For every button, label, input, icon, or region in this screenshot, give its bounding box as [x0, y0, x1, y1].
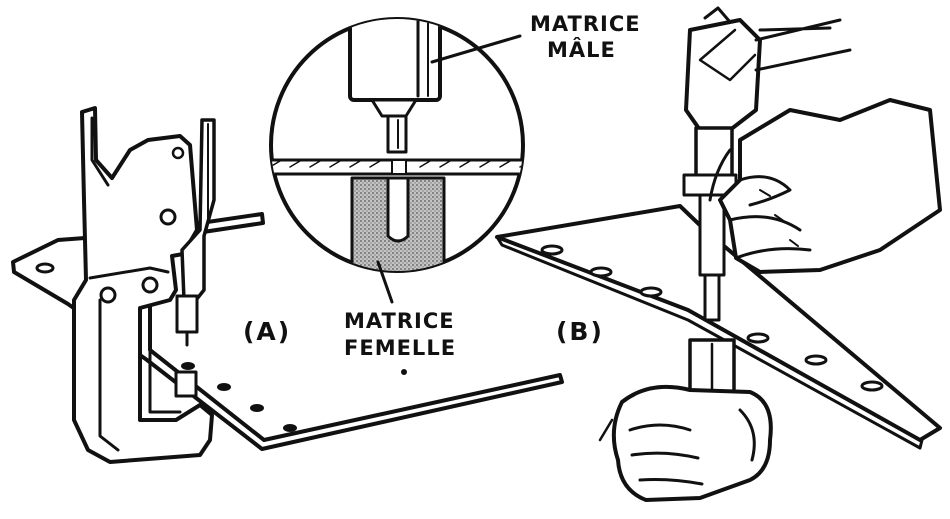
punch-press-illustration [11, 106, 564, 464]
figure-b-label: (B) [556, 317, 604, 346]
press-punch-column [174, 118, 216, 398]
sheet-plate-b [495, 204, 942, 450]
hammer [684, 6, 852, 132]
sheet-metal-section [271, 158, 523, 176]
female-die [350, 176, 446, 271]
male-die-leader-line [430, 34, 522, 64]
hand-punch-tool [682, 126, 738, 322]
right-hand [708, 98, 942, 274]
press-frame [72, 106, 214, 464]
female-die-leader-line [376, 260, 394, 304]
female-die-label-line2: FEMELLE [344, 336, 457, 360]
female-die-label-line1: MATRICE [344, 309, 455, 333]
male-die-punch [348, 19, 442, 154]
magnified-detail [269, 17, 525, 273]
male-die-label-line2: MÂLE [547, 38, 616, 62]
left-fist [598, 384, 773, 502]
figure-a-label: (A) [243, 317, 292, 346]
hand-punch-illustration [495, 6, 942, 502]
male-die-label-line1: MATRICE [530, 12, 641, 36]
